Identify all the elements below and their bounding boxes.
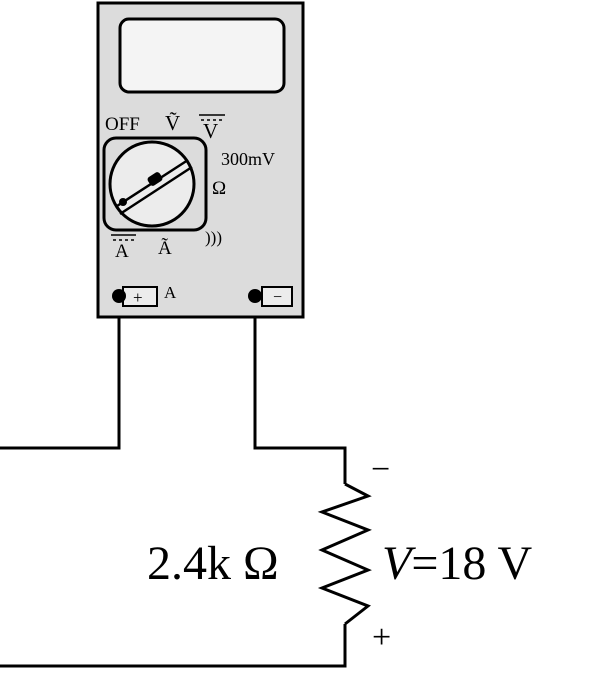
dial-label-dc-volts: V [199,114,225,143]
selector-housing [102,136,208,232]
positive-jack-symbol: + [133,288,143,307]
polarity-minus-label: − [371,451,390,488]
polarity-plus-label: + [372,619,391,656]
voltage-symbol: V [382,537,416,590]
positive-jack[interactable]: + [112,286,158,307]
resistor-symbol [317,482,372,626]
resistance-label: 2.4k Ω [147,537,279,590]
positive-jack-terminal[interactable] [112,289,126,303]
negative-jack-box [261,286,293,307]
wire-negative-lead [253,298,347,484]
positive-jack-label: A [164,283,177,302]
dial-label-dc-amps: A [111,234,136,262]
wires [0,298,347,668]
dc-amps-letter: A [115,241,129,262]
selector-pointer-line-2 [119,165,193,216]
voltage-value: =18 V [411,537,532,590]
dial-label-continuity: ))) [205,228,222,247]
dial-label-ac-amps: Ã [158,237,172,259]
wire-positive-lead [0,298,121,450]
dial-label-ac-volts: Ṽ [165,111,180,135]
multimeter: OFF Ṽ V 300mV Ω ))) A Ã + A − [96,1,305,319]
voltage-label: V=18 V [382,537,533,590]
negative-jack-terminal[interactable] [248,289,262,303]
wire-bottom [0,624,347,668]
dc-volts-letter: V [203,119,218,143]
dial-label-ohms: Ω [212,178,226,199]
selector-center-grip [147,172,163,186]
dial-label-300mv: 300mV [221,149,275,169]
dial-label-off: OFF [105,114,140,135]
meter-display [118,17,286,94]
rotary-selector-switch[interactable] [102,136,208,232]
negative-jack-symbol: − [273,289,282,306]
negative-jack[interactable]: − [248,286,293,307]
selector-pointer-dot [119,198,127,206]
